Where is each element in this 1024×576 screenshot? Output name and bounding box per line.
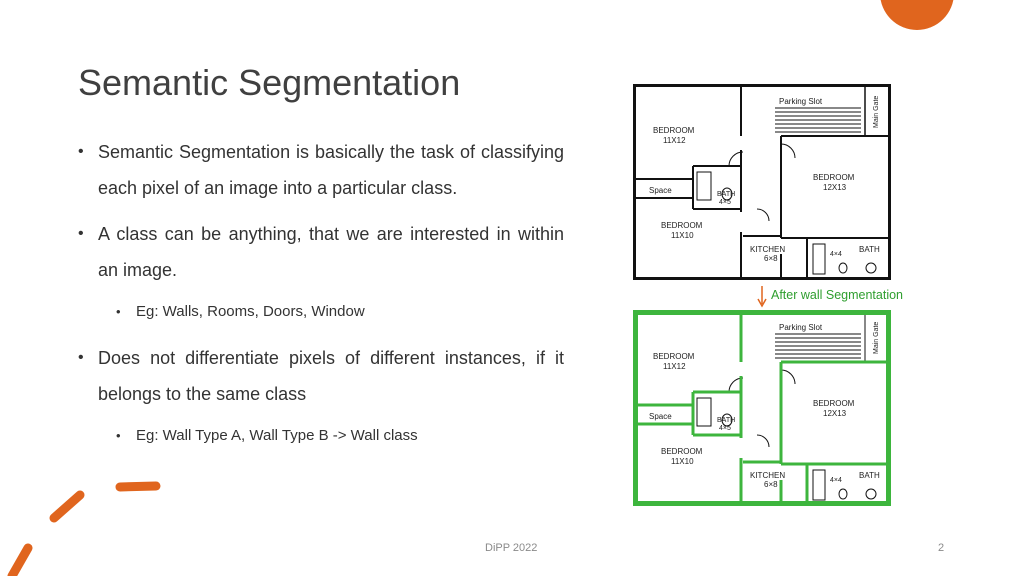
bath-2-size: 4×4: [830, 477, 842, 484]
bath-2-label: BATH: [859, 245, 880, 254]
bedroom-2-size: 12X13: [823, 409, 847, 418]
bedroom-1-size: 11X12: [663, 136, 686, 145]
bedroom-1-label: BEDROOM: [653, 126, 695, 135]
down-arrow-icon: [757, 286, 767, 308]
page-number: 2: [938, 542, 945, 554]
bath-2-size: 4×4: [830, 251, 842, 258]
slide-title: Semantic Segmentation: [78, 62, 461, 103]
bedroom-3-size: 11X10: [671, 457, 694, 466]
decorative-circle: [880, 0, 954, 30]
space-label: Space: [649, 412, 672, 421]
bullet-3-sub: Eg: Wall Type A, Wall Type B -> Wall cla…: [78, 422, 564, 450]
bath-1-size: 4×5: [719, 199, 731, 206]
space-label: Space: [649, 186, 672, 195]
kitchen-size: 6×8: [764, 480, 778, 489]
bullet-list: Semantic Segmentation is basically the t…: [78, 134, 564, 464]
bullet-2-sub: Eg: Walls, Rooms, Doors, Window: [78, 298, 564, 326]
bath-1-label: BATH: [717, 417, 735, 424]
bath-2-label: BATH: [859, 471, 880, 480]
kitchen-label: KITCHEN: [750, 471, 785, 480]
parking-slot-label: Parking Slot: [779, 97, 823, 106]
footer-text: DiPP 2022: [485, 542, 538, 554]
bedroom-2-size: 12X13: [823, 183, 847, 192]
bath-1-label: BATH: [717, 191, 735, 198]
bath-1-size: 4×5: [719, 425, 731, 432]
bedroom-1-label: BEDROOM: [653, 352, 695, 361]
bullet-1: Semantic Segmentation is basically the t…: [78, 134, 564, 206]
bullet-2: A class can be anything, that we are int…: [78, 216, 564, 288]
bedroom-1-size: 11X12: [663, 362, 686, 371]
bedroom-2-label: BEDROOM: [813, 173, 855, 182]
parking-slot-label: Parking Slot: [779, 323, 823, 332]
floorplan-original: Parking Slot Main Gate BEDROOM 11X12 BED…: [633, 84, 891, 280]
bedroom-3-size: 11X10: [671, 231, 694, 240]
bullet-3: Does not differentiate pixels of differe…: [78, 340, 564, 412]
bedroom-3-label: BEDROOM: [661, 221, 703, 230]
bedroom-3-label: BEDROOM: [661, 447, 703, 456]
kitchen-size: 6×8: [764, 254, 778, 263]
kitchen-label: KITCHEN: [750, 245, 785, 254]
main-gate-label: Main Gate: [873, 322, 880, 354]
decorative-strokes: [7, 481, 161, 576]
segmentation-caption: After wall Segmentation: [771, 288, 904, 302]
main-gate-label: Main Gate: [873, 96, 880, 128]
bedroom-2-label: BEDROOM: [813, 399, 855, 408]
floorplan-segmented: Parking Slot Main Gate BEDROOM 11X12 BED…: [633, 310, 891, 506]
